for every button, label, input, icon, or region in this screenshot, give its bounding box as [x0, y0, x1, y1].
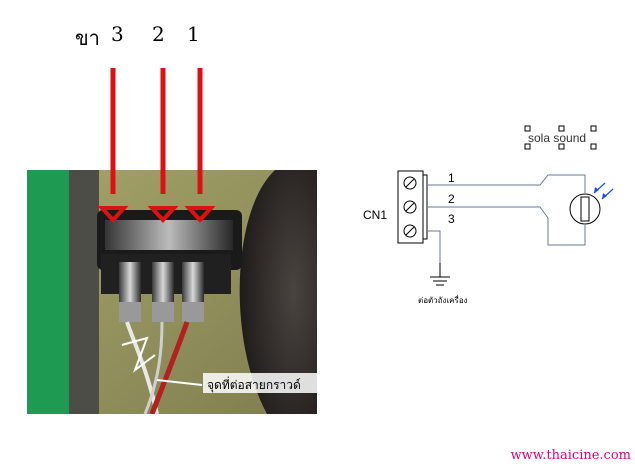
pin-number-2: 2 — [448, 192, 455, 206]
lug-3-tab — [119, 302, 141, 322]
lug-1-tab — [182, 302, 204, 322]
pin-number-1: 1 — [448, 171, 455, 185]
schematic-wires — [427, 174, 586, 263]
annotation-line — [156, 379, 203, 386]
lug-3 — [119, 262, 141, 302]
lug-2-tab — [152, 302, 174, 322]
ground-symbol — [430, 263, 450, 286]
connector-label: CN1 — [363, 208, 387, 222]
schematic: sola sound CN1 1 2 3 ต่อตัวถังเครื่อง — [363, 125, 614, 305]
pin-number-3: 3 — [448, 212, 455, 226]
dark-disk — [239, 170, 317, 414]
dark-panel — [69, 170, 99, 414]
wire-white — [125, 321, 159, 414]
component-label: sola sound — [528, 131, 586, 145]
pin-label-1: 1 — [187, 22, 200, 46]
green-panel — [27, 170, 69, 414]
wire-red — [149, 321, 190, 414]
jack-barrel — [105, 220, 233, 250]
website-link[interactable]: www.thaicine.com — [510, 448, 631, 463]
terminal-screws — [403, 176, 417, 238]
caption-box — [203, 373, 317, 393]
photo-caption: จุดที่ต่อสายกราวด์ — [207, 376, 301, 393]
component-label-group: sola sound — [524, 125, 597, 150]
photo-resistor — [569, 182, 614, 225]
pin-label-prefix: ขา — [75, 26, 100, 50]
wire-shield — [143, 321, 164, 414]
lug-2 — [152, 262, 174, 302]
pin-label-3: 3 — [111, 22, 124, 46]
pin-label-2: 2 — [152, 22, 165, 46]
ground-label: ต่อตัวถังเครื่อง — [418, 294, 468, 305]
annotation-scribble — [121, 336, 156, 373]
lug-1 — [182, 262, 204, 302]
jack-photo: จุดที่ต่อสายกราวด์ — [27, 170, 317, 414]
